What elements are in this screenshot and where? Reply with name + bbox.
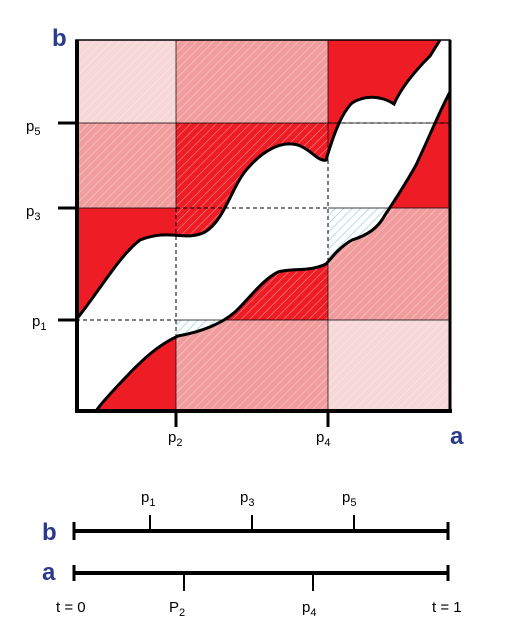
t-end-label: t = 1 — [432, 599, 462, 616]
dashed-grid-lines — [76, 122, 450, 336]
timeline-b-letter: b — [42, 519, 57, 546]
timelines: b p1 p3 p5 a P2 p4 t = 0 t = 1 — [42, 489, 462, 619]
configuration-square: b a p5 p3 p1 p2 p4 — [26, 25, 464, 450]
tick-label-p2: p2 — [168, 429, 182, 449]
a-axis-letter: a — [450, 423, 464, 450]
tick-label-p3: p3 — [26, 203, 40, 223]
timeline-a-letter: a — [42, 559, 56, 586]
free-space-band — [76, 40, 450, 411]
tick-label-p5: p5 — [26, 118, 40, 138]
timeline-b-label-p5: p5 — [342, 489, 356, 509]
timeline-a-label-p4: p4 — [302, 599, 316, 619]
timeline-b-label-p1: p1 — [141, 489, 155, 509]
timeline-a-label-p2: P2 — [169, 599, 185, 619]
tick-label-p1: p1 — [32, 313, 46, 333]
timeline-b-label-p3: p3 — [240, 489, 254, 509]
t-start-label: t = 0 — [56, 599, 86, 616]
lower-boundary-curve — [94, 91, 452, 412]
upper-boundary-curve — [74, 39, 442, 321]
tick-label-p4: p4 — [316, 429, 330, 449]
b-axis-letter: b — [52, 25, 67, 52]
